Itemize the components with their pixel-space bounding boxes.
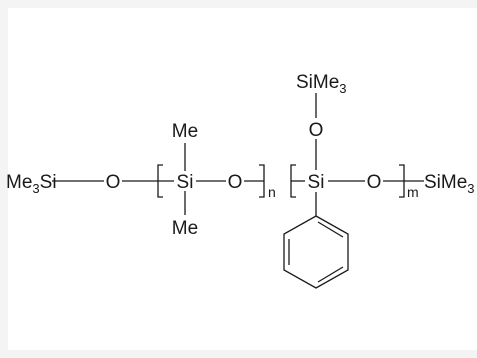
diagram-panel (8, 8, 477, 350)
top-terminal-sime: SiMe (296, 72, 339, 93)
atom-si-2: Si (308, 172, 325, 193)
atom-labels: Me3Si O Si Me Me O n Si O m SiMe3 O SiMe… (6, 72, 475, 239)
bracket-n-open (157, 164, 163, 198)
atom-o-1: O (106, 172, 121, 193)
atom-me-bottom: Me (172, 218, 198, 239)
top-terminal-group: SiMe3 (296, 72, 347, 96)
phenyl-double-bond-2 (317, 266, 344, 283)
bracket-m-close (399, 164, 405, 198)
top-terminal-subscript: 3 (339, 81, 346, 96)
subscript-n: n (268, 184, 276, 200)
atom-o-3: O (367, 172, 382, 193)
bracket-n-close (259, 164, 265, 198)
right-terminal-sime: SiMe (424, 172, 467, 193)
atom-o-2: O (228, 172, 243, 193)
right-terminal-subscript: 3 (467, 181, 474, 196)
repeat-brackets (157, 164, 405, 198)
subscript-m: m (407, 184, 419, 200)
phenyl-hexagon (283, 215, 349, 289)
left-terminal-me: Me (6, 172, 32, 193)
bracket-m-open (290, 164, 296, 198)
left-terminal-group: Me3Si (6, 172, 57, 196)
left-terminal-subscript: 3 (32, 181, 39, 196)
bond-lines (52, 93, 424, 216)
phenyl-ring (283, 215, 349, 289)
phenyl-double-bond-1 (317, 221, 344, 238)
left-terminal-si: Si (40, 172, 57, 193)
atom-o-top: O (309, 120, 324, 141)
right-terminal-group: SiMe3 (424, 172, 475, 196)
atom-si-1: Si (177, 172, 194, 193)
atom-me-top: Me (172, 121, 198, 142)
